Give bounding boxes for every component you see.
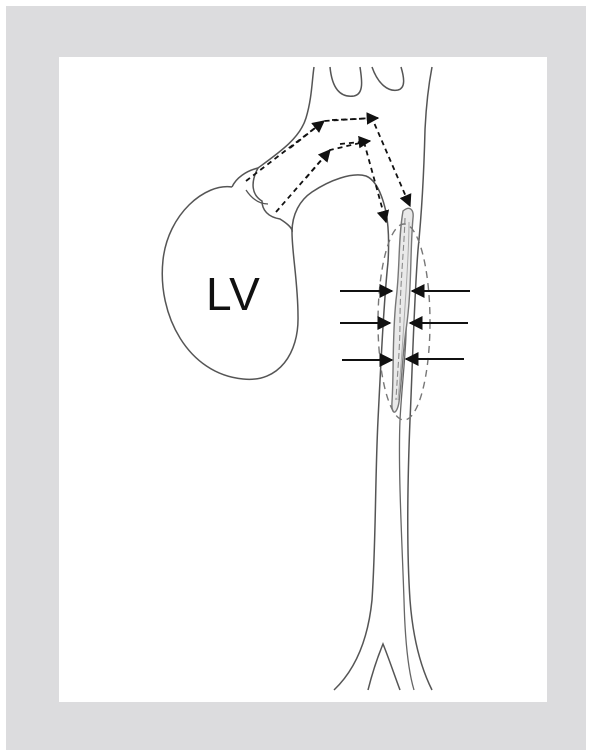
flow-arrow-upper <box>246 118 410 206</box>
descending-aorta-left-wall <box>334 262 388 690</box>
arch-branch-1 <box>330 67 362 96</box>
arch-branch-3 <box>425 67 432 130</box>
flow-arrow-upper-head-1 <box>290 121 324 148</box>
arch-branch-2 <box>372 67 404 90</box>
aortic-root <box>232 168 292 232</box>
aortic-arch-outer <box>258 67 314 168</box>
aortic-arch-inner <box>292 175 389 262</box>
iliac-bifurcation <box>368 644 400 690</box>
left-ventricle-label: LV <box>206 268 261 320</box>
flow-arrow-lower-head-1 <box>306 150 330 178</box>
